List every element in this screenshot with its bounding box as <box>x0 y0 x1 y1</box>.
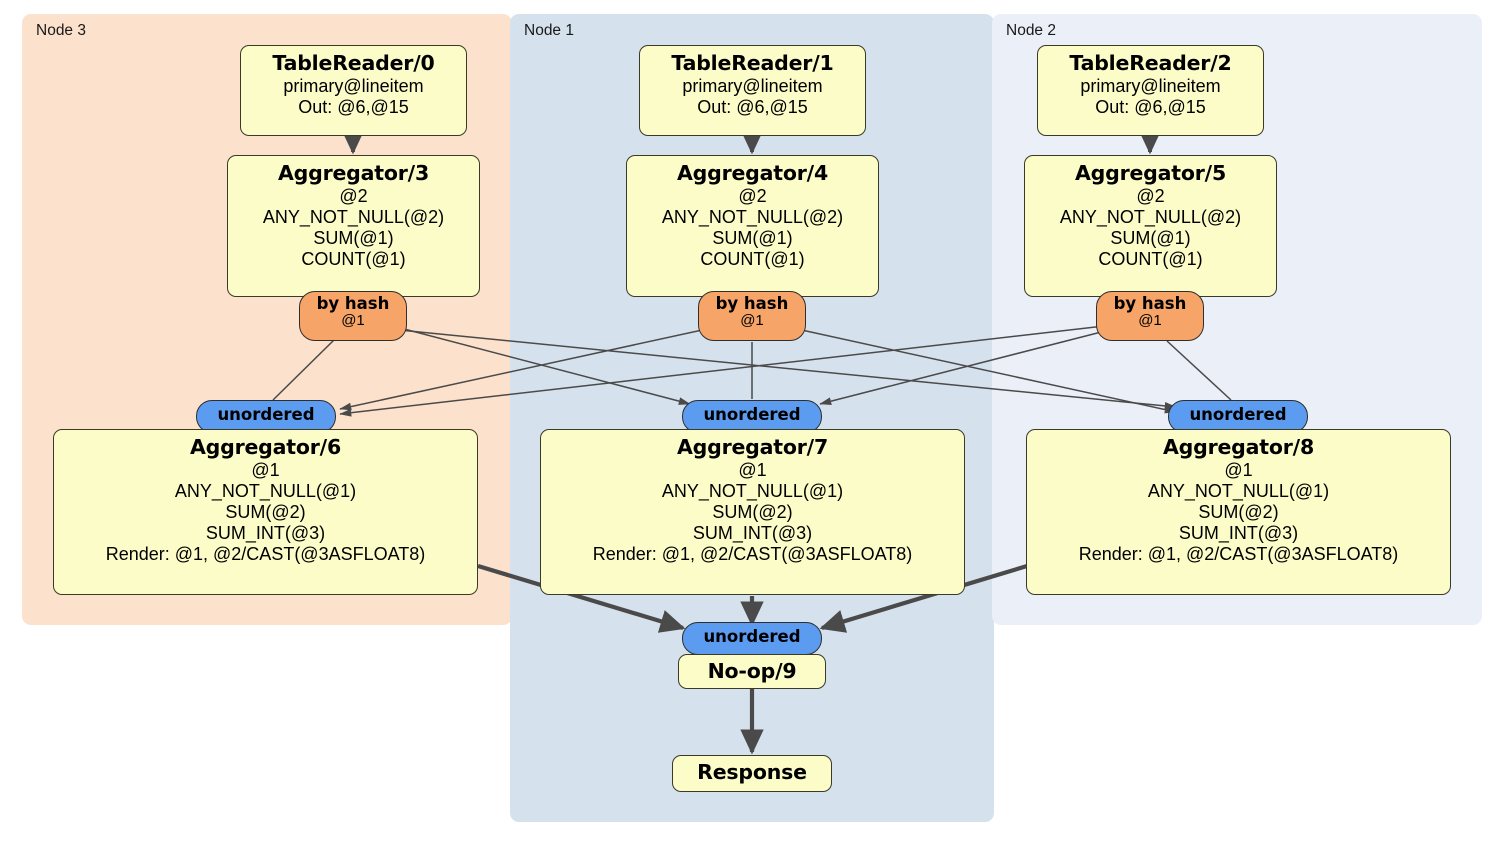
processor-aggregator4-line-2: SUM(@1) <box>712 228 793 249</box>
processor-tablereader2-title: TableReader/2 <box>1069 51 1232 75</box>
processor-aggregator7-line-4: Render: @1, @2/CAST(@3ASFLOAT8) <box>592 544 913 565</box>
processor-aggregator4-title: Aggregator/4 <box>676 161 829 185</box>
processor-tablereader0[interactable]: TableReader/0 primary@lineitem Out: @6,@… <box>240 45 467 136</box>
router-by-hash-5-sublabel: @1 <box>1138 312 1162 330</box>
processor-aggregator3-line-0: @2 <box>339 185 368 206</box>
panel-node-3-label: Node 3 <box>36 22 86 39</box>
processor-aggregator5[interactable]: Aggregator/5 @2 ANY_NOT_NULL(@2) SUM(@1)… <box>1024 155 1277 297</box>
router-by-hash-4[interactable]: by hash @1 <box>698 291 806 341</box>
processor-aggregator7-line-3: SUM_INT(@3) <box>692 523 813 544</box>
processor-aggregator5-line-2: SUM(@1) <box>1110 228 1191 249</box>
processor-tablereader0-line-1: Out: @6,@15 <box>298 97 409 118</box>
processor-aggregator6-line-1: ANY_NOT_NULL(@1) <box>174 481 357 502</box>
router-by-hash-3-label: by hash <box>316 294 390 313</box>
processor-aggregator6-line-2: SUM(@2) <box>225 502 306 523</box>
processor-aggregator6-title: Aggregator/6 <box>189 435 342 459</box>
processor-aggregator8-line-2: SUM(@2) <box>1198 502 1279 523</box>
router-by-hash-3[interactable]: by hash @1 <box>299 291 407 341</box>
processor-noop9[interactable]: No-op/9 <box>678 654 826 689</box>
processor-aggregator5-line-0: @2 <box>1136 185 1165 206</box>
router-unordered-9[interactable]: unordered <box>682 622 822 655</box>
panel-node-2-label: Node 2 <box>1006 22 1056 39</box>
processor-aggregator8-line-1: ANY_NOT_NULL(@1) <box>1147 481 1330 502</box>
processor-aggregator7-line-1: ANY_NOT_NULL(@1) <box>661 481 844 502</box>
processor-aggregator8-line-4: Render: @1, @2/CAST(@3ASFLOAT8) <box>1078 544 1399 565</box>
router-by-hash-4-sublabel: @1 <box>740 312 764 330</box>
router-unordered-6[interactable]: unordered <box>196 400 336 433</box>
processor-response-title: Response <box>697 760 807 784</box>
processor-aggregator8-line-3: SUM_INT(@3) <box>1178 523 1299 544</box>
processor-aggregator8-line-0: @1 <box>1224 459 1253 480</box>
router-by-hash-5-label: by hash <box>1113 294 1187 313</box>
router-unordered-7-label: unordered <box>703 405 801 424</box>
processor-aggregator3[interactable]: Aggregator/3 @2 ANY_NOT_NULL(@2) SUM(@1)… <box>227 155 480 297</box>
processor-aggregator4[interactable]: Aggregator/4 @2 ANY_NOT_NULL(@2) SUM(@1)… <box>626 155 879 297</box>
router-by-hash-4-label: by hash <box>715 294 789 313</box>
processor-tablereader2[interactable]: TableReader/2 primary@lineitem Out: @6,@… <box>1037 45 1264 136</box>
processor-aggregator3-line-2: SUM(@1) <box>313 228 394 249</box>
processor-aggregator3-line-1: ANY_NOT_NULL(@2) <box>262 207 445 228</box>
processor-aggregator7-title: Aggregator/7 <box>676 435 829 459</box>
processor-response[interactable]: Response <box>672 755 832 792</box>
processor-tablereader1-line-0: primary@lineitem <box>682 75 823 96</box>
processor-aggregator7-line-0: @1 <box>738 459 767 480</box>
processor-aggregator4-line-1: ANY_NOT_NULL(@2) <box>661 207 844 228</box>
processor-aggregator7-line-2: SUM(@2) <box>712 502 793 523</box>
processor-tablereader0-title: TableReader/0 <box>272 51 435 75</box>
router-unordered-9-label: unordered <box>703 627 801 646</box>
router-by-hash-5[interactable]: by hash @1 <box>1096 291 1204 341</box>
processor-aggregator5-title: Aggregator/5 <box>1074 161 1227 185</box>
processor-tablereader1-title: TableReader/1 <box>671 51 834 75</box>
router-unordered-7[interactable]: unordered <box>682 400 822 433</box>
processor-tablereader0-line-0: primary@lineitem <box>283 75 424 96</box>
processor-aggregator8-title: Aggregator/8 <box>1162 435 1315 459</box>
processor-aggregator6-line-4: Render: @1, @2/CAST(@3ASFLOAT8) <box>105 544 426 565</box>
router-unordered-6-label: unordered <box>217 405 315 424</box>
processor-aggregator4-line-0: @2 <box>738 185 767 206</box>
processor-tablereader2-line-1: Out: @6,@15 <box>1095 97 1206 118</box>
panel-node-1-label: Node 1 <box>524 22 574 39</box>
processor-aggregator6-line-0: @1 <box>251 459 280 480</box>
processor-aggregator5-line-3: COUNT(@1) <box>1098 249 1203 270</box>
processor-noop9-title: No-op/9 <box>707 659 797 683</box>
router-unordered-8[interactable]: unordered <box>1168 400 1308 433</box>
processor-aggregator8[interactable]: Aggregator/8 @1 ANY_NOT_NULL(@1) SUM(@2)… <box>1026 429 1451 595</box>
processor-aggregator7[interactable]: Aggregator/7 @1 ANY_NOT_NULL(@1) SUM(@2)… <box>540 429 965 595</box>
processor-tablereader1[interactable]: TableReader/1 primary@lineitem Out: @6,@… <box>639 45 866 136</box>
router-unordered-8-label: unordered <box>1189 405 1287 424</box>
processor-aggregator3-line-3: COUNT(@1) <box>301 249 406 270</box>
processor-aggregator5-line-1: ANY_NOT_NULL(@2) <box>1059 207 1242 228</box>
processor-aggregator3-title: Aggregator/3 <box>277 161 430 185</box>
processor-aggregator6-line-3: SUM_INT(@3) <box>205 523 326 544</box>
router-by-hash-3-sublabel: @1 <box>341 312 365 330</box>
processor-aggregator4-line-3: COUNT(@1) <box>700 249 805 270</box>
processor-tablereader1-line-1: Out: @6,@15 <box>697 97 808 118</box>
processor-aggregator6[interactable]: Aggregator/6 @1 ANY_NOT_NULL(@1) SUM(@2)… <box>53 429 478 595</box>
processor-tablereader2-line-0: primary@lineitem <box>1080 75 1221 96</box>
